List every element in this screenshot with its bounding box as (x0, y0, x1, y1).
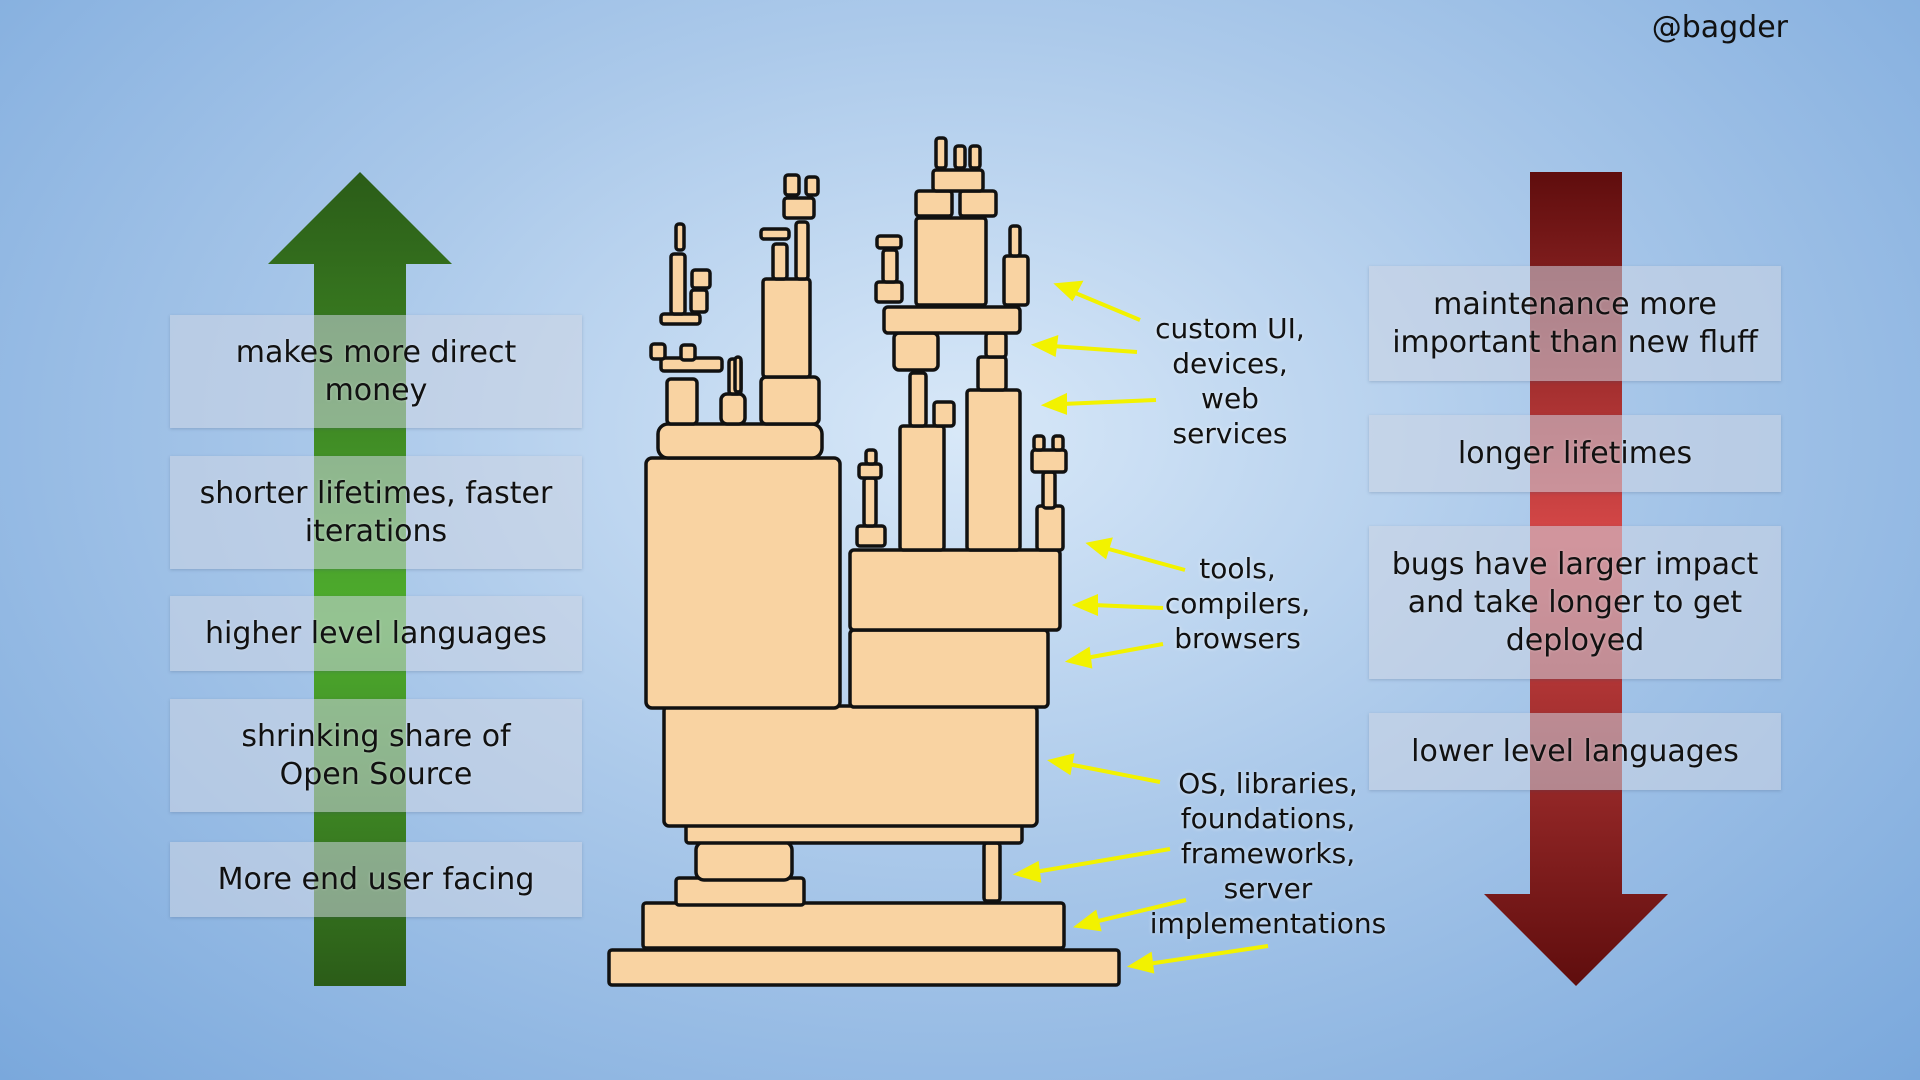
right-item-lower-level-languages: lower level languages (1369, 713, 1781, 790)
right-tall-column (965, 388, 1022, 552)
right-item-longer-lifetimes: longer lifetimes (1369, 415, 1781, 492)
tall-column (761, 277, 812, 379)
left-item-end-user-facing: More end user facing (170, 842, 582, 917)
tools-block-lower (848, 628, 1050, 709)
label-os-libraries: OS, libraries, foundations, frameworks, … (1149, 767, 1387, 940)
right-mid-column (898, 424, 946, 552)
top-shelf (882, 305, 1022, 335)
small-round (719, 392, 747, 426)
base-slab (607, 948, 1121, 987)
top-tower-block (914, 216, 988, 307)
label-custom-ui: custom UI, devices, web services (1155, 312, 1305, 450)
top-left-base (656, 422, 824, 460)
base-slab-2 (641, 901, 1066, 950)
small-cube (665, 377, 699, 426)
os-block (662, 704, 1039, 828)
left-item-higher-level-languages: higher level languages (170, 596, 582, 671)
round-block (694, 840, 794, 882)
large-left-block (644, 456, 842, 710)
mid-block (759, 375, 821, 426)
author-handle: @bagder (1651, 10, 1788, 45)
pillar (982, 841, 1002, 903)
small-block (674, 876, 806, 907)
pointer-arrows (1012, 280, 1269, 974)
tools-block-upper (848, 548, 1062, 632)
label-tools: tools, compilers, browsers (1164, 552, 1311, 655)
